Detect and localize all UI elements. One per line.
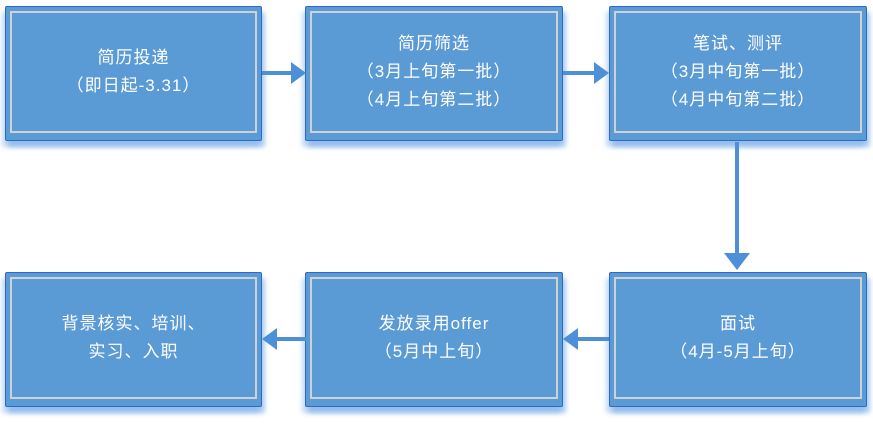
node-text-line: 简历投递 xyxy=(97,47,170,67)
flow-node-resume-submission: 简历投递 （即日起-3.31） xyxy=(5,6,262,141)
flow-node-written-test-assessment: 笔试、测评 （3月中旬第一批） （4月中旬第二批） xyxy=(609,6,867,141)
node-text-line: 背景核实、培训、 xyxy=(61,313,206,333)
node-label: 背景核实、培训、 实习、入职 xyxy=(62,310,206,366)
node-text-line: （4月-5月上旬） xyxy=(670,341,806,361)
arrow-head-left-icon xyxy=(563,328,578,350)
arrow-head-left-icon xyxy=(262,328,277,350)
node-text-line: （即日起-3.31） xyxy=(66,75,201,95)
node-text-line: 面试 xyxy=(719,313,756,333)
node-text-line: （3月上旬第一批） xyxy=(356,61,512,81)
arrow-shaft xyxy=(735,142,739,254)
node-text-line: （4月上旬第二批） xyxy=(356,89,512,109)
node-text-line: （4月中旬第二批） xyxy=(660,89,816,109)
arrow-shaft xyxy=(563,71,596,75)
node-text-line: （3月中旬第一批） xyxy=(660,61,816,81)
node-label: 简历筛选 （3月上旬第一批） （4月上旬第二批） xyxy=(357,30,511,114)
arrow-shaft xyxy=(576,337,609,341)
arrow-right-node2-to-node3 xyxy=(563,62,609,84)
flow-node-resume-screening: 简历筛选 （3月上旬第一批） （4月上旬第二批） xyxy=(305,6,563,141)
node-label: 简历投递 （即日起-3.31） xyxy=(67,44,201,100)
node-text-line: 简历筛选 xyxy=(398,33,470,53)
arrow-head-right-icon xyxy=(291,62,306,84)
arrow-right-node1-to-node2 xyxy=(262,62,306,84)
arrow-head-right-icon xyxy=(594,62,609,84)
node-label: 发放录用offer （5月中上旬） xyxy=(375,310,493,366)
node-label: 笔试、测评 （3月中旬第一批） （4月中旬第二批） xyxy=(661,30,815,114)
arrow-left-node5-to-node6 xyxy=(262,328,306,350)
arrow-head-down-icon xyxy=(724,253,750,270)
arrow-down-node3-to-node4 xyxy=(724,142,750,270)
flow-node-onboarding: 背景核实、培训、 实习、入职 xyxy=(5,272,262,407)
node-label: 面试 （4月-5月上旬） xyxy=(670,310,806,366)
arrow-left-node4-to-node5 xyxy=(563,328,609,350)
node-text-line: 笔试、测评 xyxy=(693,33,783,53)
arrow-shaft xyxy=(275,337,306,341)
flow-node-offer: 发放录用offer （5月中上旬） xyxy=(305,272,563,407)
flow-node-interview: 面试 （4月-5月上旬） xyxy=(609,272,867,407)
node-text-line: 发放录用offer xyxy=(378,313,490,333)
arrow-shaft xyxy=(262,71,293,75)
node-text-line: （5月中上旬） xyxy=(374,341,494,361)
node-text-line: 实习、入职 xyxy=(88,341,179,361)
